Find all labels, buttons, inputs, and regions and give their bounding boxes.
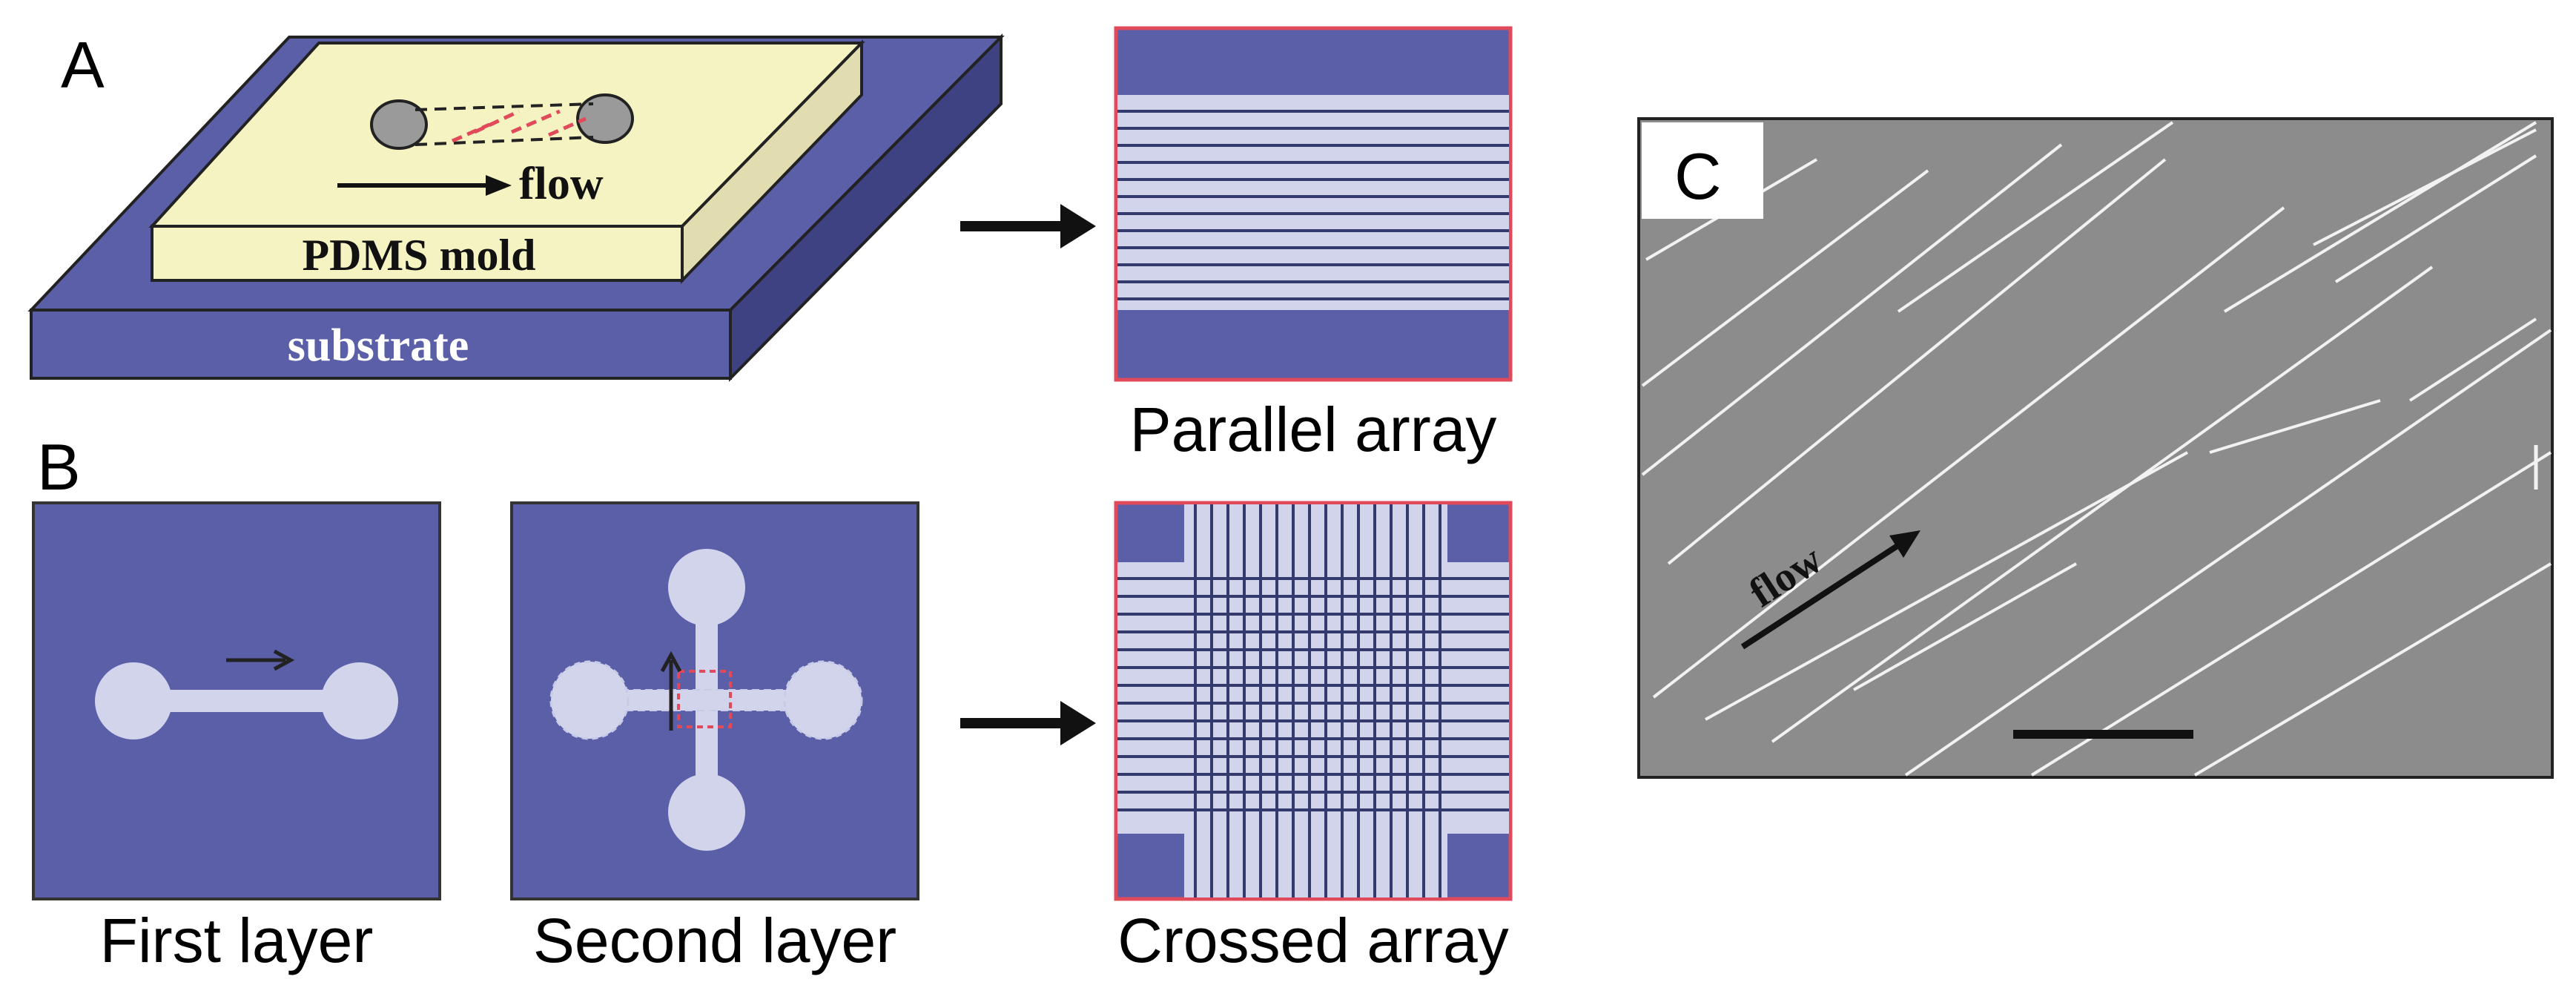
nanowire-lines [1641,121,2552,777]
nanowire [1667,158,2167,565]
substrate-front [30,309,732,380]
red-nanowires [451,109,587,143]
nanowire [1853,562,2077,691]
second-layer-red-region [677,670,732,728]
second-layer-right-hole [783,660,863,740]
sem-flow-arrow-head [1889,530,1921,558]
pdms-mold: PDMS mold [148,39,865,284]
panel-c: C flow [1637,117,2554,779]
second-layer: Second layer [510,501,919,975]
first-layer: First layer [32,501,441,975]
nanowire [2408,317,2537,402]
second-layer-left-hole [549,660,630,740]
parallel-channel-band [1117,95,1509,310]
second-layer-top-hole [668,549,745,626]
nanowire [2313,128,2537,246]
second-layer-caption: Second layer [533,906,896,975]
nanowire [1652,206,2285,699]
nanowire [1705,451,2188,721]
flow-arrow-head [486,175,512,196]
outlet-hole [576,93,634,144]
mold-channel [370,93,634,150]
first-layer-arrow-head [273,649,295,671]
nanowire [2030,451,2552,777]
nanowire [2193,562,2552,777]
parallel-lines [1117,110,1509,300]
inlet-hole [370,99,428,150]
first-layer-channel [152,690,345,712]
first-layer-outlet [321,662,398,739]
first-layer-inlet [95,662,172,739]
nanowire [2334,154,2537,283]
sem-image [1637,117,2554,779]
channel-dashed-walls [415,102,594,146]
second-layer-arrow-head [660,650,682,673]
panel-b: B First layer Second layer [32,430,1513,975]
crossed-lines [1117,504,1509,897]
parallel-array: Parallel array [1114,26,1513,464]
panel-a: A substrate PDMS mold flow [27,26,1513,464]
nanowire [1771,266,2434,743]
mold-front [151,225,684,282]
panel-b-letter: B [37,430,81,504]
nanowire [2209,399,2381,454]
mold-label: PDMS mold [303,231,536,280]
nanowire [1641,143,2063,476]
nanowire [1904,329,2552,777]
nanowire [2223,121,2537,313]
sem-flow-arrow-shaft [1740,538,1906,650]
nanowire [1897,121,2174,313]
first-layer-caption: First layer [100,906,374,975]
nanowire [1641,169,1929,387]
crossed-array: Crossed array [1114,501,1513,975]
arrow-head [1060,204,1096,248]
crossed-caption: Crossed array [1117,906,1509,975]
panel-c-letter-box [1642,122,1763,219]
arrow-to-crossed [960,701,1096,745]
panel-a-letter: A [61,28,105,102]
arrow-head-b [1060,701,1096,745]
panel-c-letter: C [1674,139,1722,213]
arrow-to-parallel [960,204,1096,248]
flow-label: flow [519,159,604,209]
mold-flow-arrow: flow [337,159,604,209]
substrate-label: substrate [288,320,469,371]
second-layer-bottom-hole [668,774,745,851]
parallel-caption: Parallel array [1130,395,1497,464]
